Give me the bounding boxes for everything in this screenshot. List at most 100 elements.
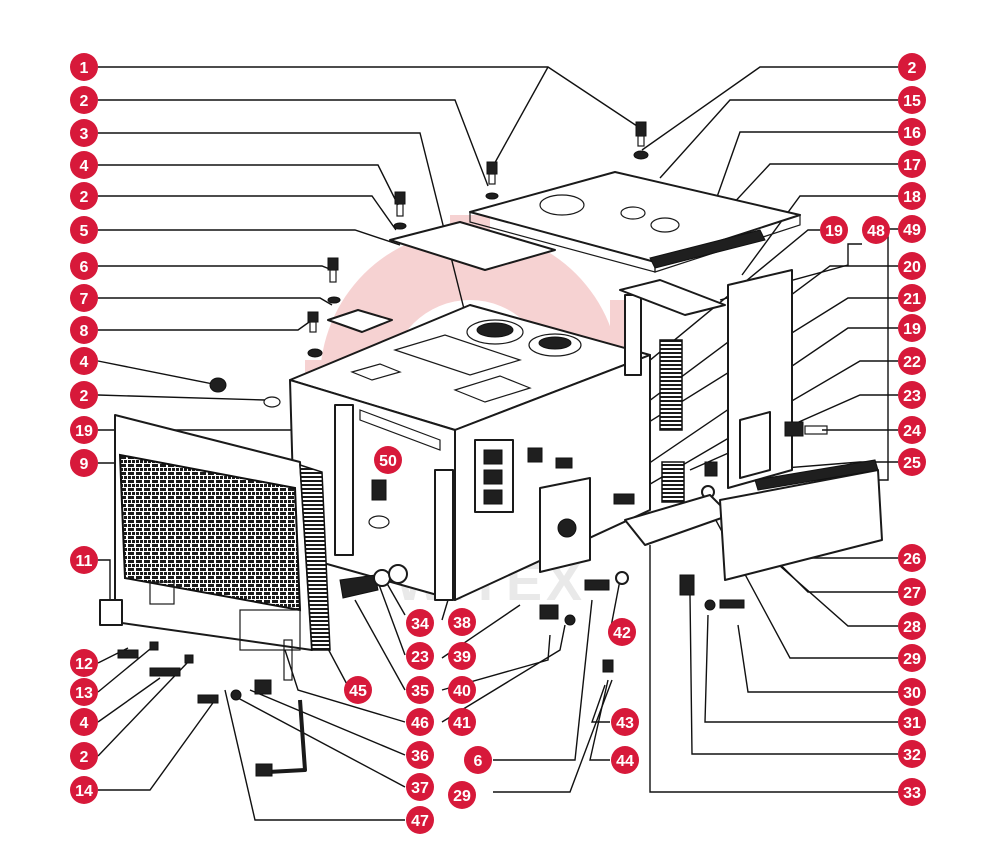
callout-right-18: 28 bbox=[898, 612, 926, 640]
svg-text:20: 20 bbox=[903, 259, 921, 276]
svg-text:21: 21 bbox=[903, 291, 921, 308]
callout-right-3: 16 bbox=[898, 118, 926, 146]
svg-text:5: 5 bbox=[80, 223, 89, 240]
callout-bottom-10: 38 bbox=[448, 608, 476, 636]
svg-text:9: 9 bbox=[80, 456, 89, 473]
callout-left-12: 19 bbox=[70, 416, 98, 444]
svg-text:38: 38 bbox=[453, 615, 471, 632]
callout-right-6: 19 bbox=[820, 216, 848, 244]
fasteners-and-fittings bbox=[117, 421, 828, 777]
callout-left-13: 9 bbox=[70, 449, 98, 477]
small-access-cover bbox=[327, 309, 393, 333]
svg-text:35: 35 bbox=[411, 683, 429, 700]
svg-text:22: 22 bbox=[903, 354, 921, 371]
svg-text:18: 18 bbox=[903, 189, 921, 206]
callout-right-16: 26 bbox=[898, 544, 926, 572]
svg-text:2: 2 bbox=[80, 388, 89, 405]
svg-text:44: 44 bbox=[616, 753, 634, 770]
svg-text:23: 23 bbox=[411, 649, 429, 666]
callout-right-19: 29 bbox=[898, 644, 926, 672]
svg-text:4: 4 bbox=[80, 354, 89, 371]
callout-left-1: 1 bbox=[70, 53, 98, 81]
svg-text:15: 15 bbox=[903, 93, 921, 110]
callout-left-7: 6 bbox=[70, 252, 98, 280]
bolts-and-washers bbox=[209, 121, 649, 408]
callout-right-12: 22 bbox=[898, 347, 926, 375]
svg-text:29: 29 bbox=[453, 788, 471, 805]
svg-text:36: 36 bbox=[411, 748, 429, 765]
top-cover-panel bbox=[469, 171, 801, 273]
svg-text:29: 29 bbox=[903, 651, 921, 668]
callout-bottom-2: 34 bbox=[406, 609, 434, 637]
svg-text:2: 2 bbox=[80, 189, 89, 206]
callout-right-9: 20 bbox=[898, 252, 926, 280]
callout-bottom-13: 41 bbox=[448, 708, 476, 736]
svg-text:4: 4 bbox=[80, 158, 89, 175]
callout-left-3: 3 bbox=[70, 119, 98, 147]
callout-bottom-8: 37 bbox=[406, 773, 434, 801]
svg-text:14: 14 bbox=[75, 783, 93, 800]
callout-right-23: 33 bbox=[898, 778, 926, 806]
callout-bottom-7: 36 bbox=[406, 741, 434, 769]
callout-bottom-17: 43 bbox=[611, 708, 639, 736]
callout-right-14: 24 bbox=[898, 416, 926, 444]
callout-left-16: 13 bbox=[70, 678, 98, 706]
callout-right-7: 48 bbox=[862, 216, 890, 244]
svg-text:11: 11 bbox=[76, 553, 93, 570]
svg-text:12: 12 bbox=[75, 656, 93, 673]
svg-text:2: 2 bbox=[80, 749, 89, 766]
svg-text:2: 2 bbox=[908, 60, 917, 77]
svg-text:34: 34 bbox=[411, 616, 429, 633]
svg-text:19: 19 bbox=[903, 321, 921, 338]
callout-right-22: 32 bbox=[898, 740, 926, 768]
callout-right-2: 15 bbox=[898, 86, 926, 114]
callout-left-17: 4 bbox=[70, 708, 98, 736]
svg-text:43: 43 bbox=[616, 715, 634, 732]
svg-text:40: 40 bbox=[453, 683, 471, 700]
callout-left-18: 2 bbox=[70, 742, 98, 770]
svg-text:28: 28 bbox=[903, 619, 921, 636]
callout-bottom-14: 6 bbox=[464, 746, 492, 774]
callout-left-11: 2 bbox=[70, 381, 98, 409]
svg-text:48: 48 bbox=[867, 223, 885, 240]
svg-text:6: 6 bbox=[474, 753, 483, 770]
callout-left-4: 4 bbox=[70, 151, 98, 179]
callout-right-1: 2 bbox=[898, 53, 926, 81]
svg-text:50: 50 bbox=[379, 453, 397, 470]
svg-text:41: 41 bbox=[453, 715, 471, 732]
base-plate bbox=[624, 459, 883, 581]
callout-right-10: 21 bbox=[898, 284, 926, 312]
callout-bottom-6: 46 bbox=[406, 708, 434, 736]
svg-text:17: 17 bbox=[903, 157, 921, 174]
svg-text:2: 2 bbox=[80, 93, 89, 110]
callout-bottom-9: 47 bbox=[406, 806, 434, 834]
svg-text:30: 30 bbox=[903, 685, 921, 702]
callout-right-5: 18 bbox=[898, 182, 926, 210]
callout-right-11: 19 bbox=[898, 314, 926, 342]
side-panel bbox=[727, 269, 793, 489]
callout-right-4: 17 bbox=[898, 150, 926, 178]
svg-text:37: 37 bbox=[411, 780, 429, 797]
svg-text:3: 3 bbox=[80, 126, 89, 143]
callout-right-15: 25 bbox=[898, 448, 926, 476]
svg-text:1: 1 bbox=[80, 60, 89, 77]
svg-text:46: 46 bbox=[411, 715, 429, 732]
svg-text:23: 23 bbox=[903, 388, 921, 405]
callout-right-17: 27 bbox=[898, 578, 926, 606]
front-grille-panel bbox=[99, 414, 331, 651]
svg-text:19: 19 bbox=[825, 223, 843, 240]
frame-rails bbox=[334, 279, 726, 601]
callout-right-20: 30 bbox=[898, 678, 926, 706]
callout-bottom-3: 23 bbox=[406, 642, 434, 670]
svg-text:33: 33 bbox=[903, 785, 921, 802]
svg-text:45: 45 bbox=[349, 683, 367, 700]
callout-right-21: 31 bbox=[898, 708, 926, 736]
callout-left-15: 12 bbox=[70, 649, 98, 677]
svg-text:31: 31 bbox=[903, 715, 921, 732]
callout-left-2: 2 bbox=[70, 86, 98, 114]
callout-bottom-4: 35 bbox=[406, 676, 434, 704]
svg-text:4: 4 bbox=[80, 715, 89, 732]
callout-bottom-15: 29 bbox=[448, 781, 476, 809]
svg-text:26: 26 bbox=[903, 551, 921, 568]
svg-text:42: 42 bbox=[613, 625, 631, 642]
